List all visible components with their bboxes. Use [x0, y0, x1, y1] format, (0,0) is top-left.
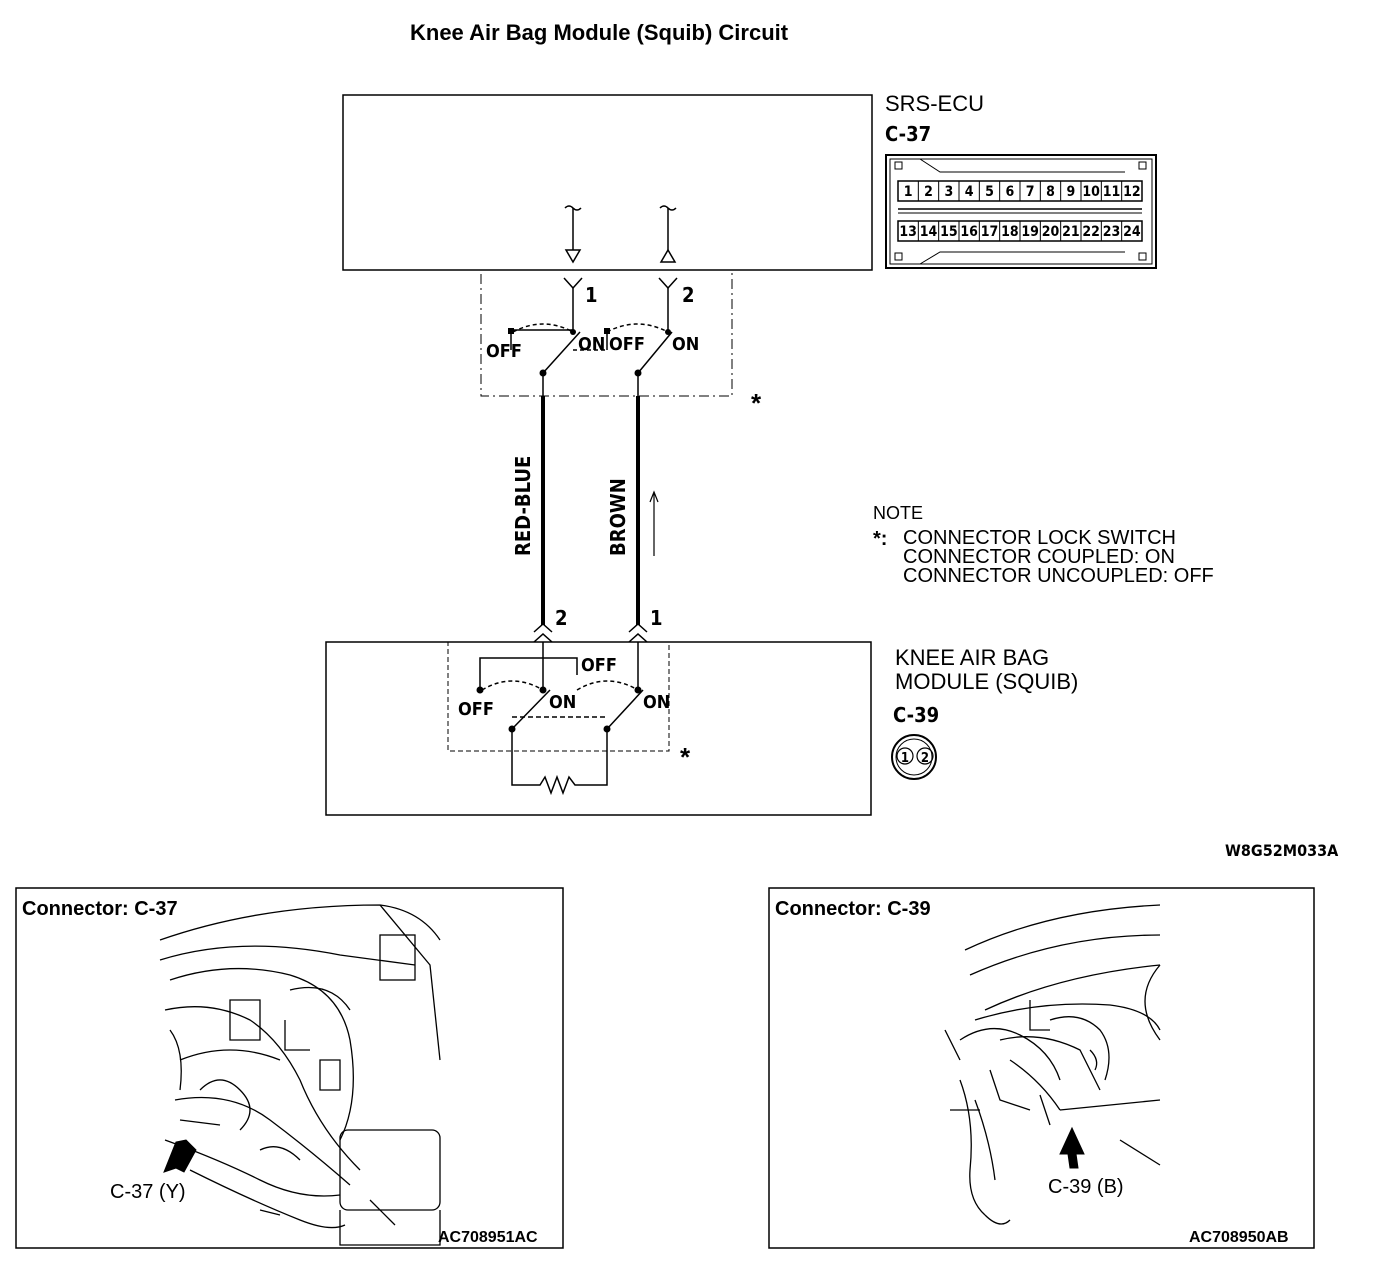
- note-line-2: CONNECTOR COUPLED: ON: [903, 546, 1175, 568]
- module-switch-off-left: OFF: [458, 699, 494, 720]
- dashboard-illustration-left: [159, 904, 441, 1246]
- ecu-pin-1: 1: [585, 283, 598, 307]
- arrow-c37: [163, 1139, 197, 1173]
- module-name-line1: KNEE AIR BAG: [895, 645, 1049, 670]
- c37-pin-18: 18: [1001, 224, 1019, 240]
- connector-c39-location-panel: Connector: C-39 C-39 (B) AC708950AB: [768, 887, 1315, 1249]
- module-connector-terminals: [533, 622, 648, 643]
- diagram-code: W8G52M033A: [1225, 841, 1339, 860]
- c37-pin-2: 2: [924, 184, 933, 200]
- c39-pin-2: 2: [921, 751, 929, 766]
- module-name-line2: MODULE (SQUIB): [895, 669, 1078, 694]
- c37-pin-21: 21: [1062, 224, 1080, 240]
- c37-pin-12: 12: [1123, 184, 1141, 200]
- panel-left-code: AC708951AC: [438, 1229, 538, 1246]
- panel-right-heading: Connector: C-39: [775, 898, 931, 920]
- c37-pin-14: 14: [920, 224, 938, 240]
- c37-pin-19: 19: [1021, 224, 1039, 240]
- c37-pin-13: 13: [899, 224, 917, 240]
- module-asterisk: *: [680, 742, 691, 772]
- ecu-internal-terminals: [564, 205, 677, 264]
- ecu-name: SRS-ECU: [885, 91, 984, 116]
- module-pin-2: 2: [555, 606, 568, 630]
- panel-right-callout: C-39 (B): [1048, 1176, 1124, 1198]
- c37-pin-15: 15: [940, 224, 958, 240]
- note-line-1: CONNECTOR LOCK SWITCH: [903, 527, 1176, 549]
- c37-pin-20: 20: [1042, 224, 1060, 240]
- ecu-lock-switch-area: [480, 269, 733, 397]
- ecu-switch-on-1: ON: [578, 334, 605, 355]
- c39-connector-face: 1 2: [891, 734, 937, 780]
- knee-air-bag-module-box: [325, 641, 872, 816]
- c37-pin-23: 23: [1103, 224, 1121, 240]
- c37-pin-11: 11: [1103, 184, 1121, 200]
- arrow-c39: [1059, 1126, 1085, 1169]
- c37-pin-7: 7: [1026, 184, 1035, 200]
- module-switch-on-right: ON: [643, 692, 670, 713]
- panel-left-heading: Connector: C-37: [22, 898, 178, 920]
- srs-ecu-box: [342, 94, 873, 271]
- ecu-lock-switch: [510, 277, 678, 396]
- c37-pin-16: 16: [960, 224, 978, 240]
- c37-pin-3: 3: [944, 184, 953, 200]
- panel-right-code: AC708950AB: [1189, 1229, 1289, 1246]
- c39-pin-1: 1: [901, 751, 909, 766]
- c37-pin-6: 6: [1005, 184, 1014, 200]
- module-pin-1: 1: [650, 606, 663, 630]
- note-star: *:: [873, 528, 887, 550]
- panel-left-callout: C-37 (Y): [110, 1181, 186, 1203]
- c37-pin-17: 17: [981, 224, 999, 240]
- module-switch-on-left: ON: [549, 692, 576, 713]
- current-direction-arrow: [649, 490, 659, 556]
- module-connector-id: C-39: [893, 703, 939, 727]
- module-lock-switch: [479, 642, 644, 796]
- c37-pin-22: 22: [1082, 224, 1100, 240]
- c37-pin-5: 5: [985, 184, 994, 200]
- note-heading: NOTE: [873, 503, 923, 523]
- wire-label-red-blue: RED-BLUE: [511, 456, 535, 556]
- module-lock-switch-area: [447, 641, 670, 752]
- c37-pin-24: 24: [1123, 224, 1141, 240]
- page-title: Knee Air Bag Module (Squib) Circuit: [410, 20, 789, 45]
- ecu-switch-on-2: ON: [672, 334, 699, 355]
- c37-pin-8: 8: [1046, 184, 1055, 200]
- wire-label-brown: BROWN: [606, 478, 630, 556]
- ecu-connector-id: C-37: [885, 122, 931, 146]
- note-line-3: CONNECTOR UNCOUPLED: OFF: [903, 565, 1214, 587]
- ecu-switch-off-1: OFF: [486, 341, 522, 362]
- ecu-asterisk: *: [751, 388, 762, 418]
- ecu-pin-2: 2: [682, 283, 695, 307]
- dashboard-illustration-right: [944, 904, 1161, 1225]
- module-switch-off-top: OFF: [581, 655, 617, 676]
- c37-pin-4: 4: [965, 184, 974, 200]
- c37-pin-10: 10: [1082, 184, 1100, 200]
- c37-pin-1: 1: [904, 184, 913, 200]
- ecu-switch-off-2: OFF: [609, 334, 645, 355]
- connector-c37-location-panel: Connector: C-37 C-37 (Y): [15, 887, 564, 1249]
- c37-pin-9: 9: [1066, 184, 1075, 200]
